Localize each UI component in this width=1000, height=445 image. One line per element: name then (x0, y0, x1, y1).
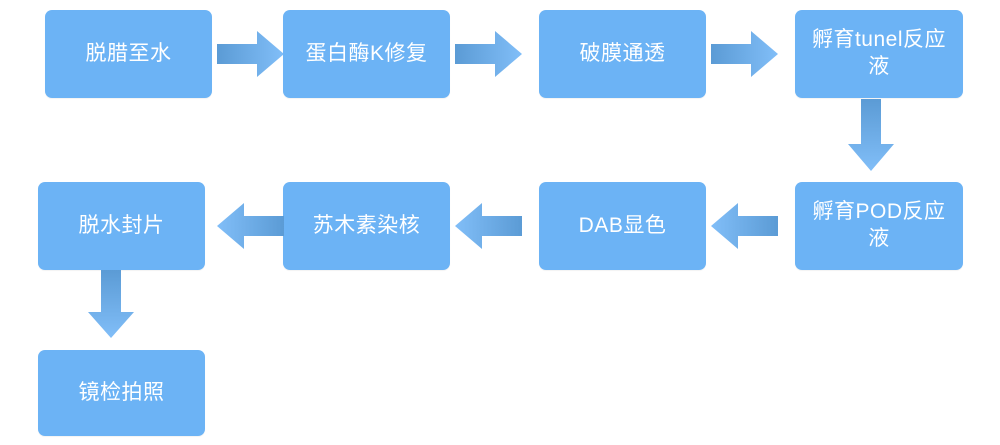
flow-arrow-left-3 (217, 203, 284, 249)
flow-node-dab-xianse[interactable]: DAB显色 (539, 182, 706, 270)
flow-node-fuyu-tunel-fanyingye[interactable]: 孵育tunel反应液 (795, 10, 963, 98)
flow-node-label: 蛋白酶K修复 (305, 41, 428, 65)
flow-node-sumusu-ranhe[interactable]: 苏木素染核 (283, 182, 450, 270)
flow-arrow-right-1 (217, 31, 284, 77)
flow-node-pomo-tongtou[interactable]: 破膜通透 (539, 10, 706, 98)
flow-arrow-down-2 (88, 270, 134, 338)
flow-node-label: 镜检拍照 (78, 380, 165, 404)
flow-arrow-left-2 (455, 203, 522, 249)
flow-node-label: 孵育POD反应液 (812, 200, 946, 250)
flow-node-fuyu-pod-fanyingye[interactable]: 孵育POD反应液 (795, 182, 963, 270)
flow-node-danbaimeik-xiufu[interactable]: 蛋白酶K修复 (283, 10, 450, 98)
flow-arrow-down-1 (848, 99, 894, 171)
flow-node-label: 脱水封片 (78, 213, 165, 237)
flow-node-label: 脱腊至水 (85, 41, 172, 65)
flow-arrow-right-2 (455, 31, 522, 77)
flow-node-tuola-zhishui[interactable]: 脱腊至水 (45, 10, 212, 98)
flow-node-label: DAB显色 (578, 213, 667, 237)
flow-arrow-right-3 (711, 31, 778, 77)
flow-node-label: 孵育tunel反应液 (811, 28, 947, 78)
flow-arrow-left-1 (711, 203, 778, 249)
flow-node-tuoshui-fengpian[interactable]: 脱水封片 (38, 182, 205, 270)
flow-node-label: 破膜通透 (579, 41, 666, 65)
flow-node-jingjian-paizhao[interactable]: 镜检拍照 (38, 350, 205, 436)
flow-node-label: 苏木素染核 (312, 213, 421, 237)
